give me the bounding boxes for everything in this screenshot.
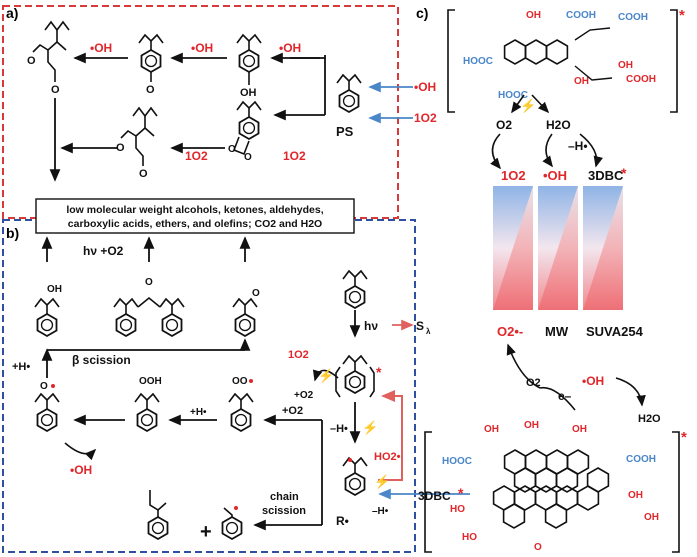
top-group-7: OH: [618, 60, 633, 71]
bottom-group-4: COOH: [626, 454, 656, 465]
svg-text:⚡: ⚡: [318, 368, 334, 384]
h2o-label-c1: H2O: [546, 118, 571, 132]
s-lambda-label: S: [416, 319, 424, 333]
oh-label-a3: •OH: [90, 41, 112, 55]
minus-h-c: –H•: [568, 139, 588, 153]
minus-h-b2: –H•: [372, 506, 389, 517]
bottom-group-2: OH: [572, 424, 587, 435]
scission-label: scission: [262, 505, 306, 517]
h2o-label-c2: H2O: [638, 413, 661, 425]
dbc-star-b: *: [458, 485, 464, 501]
svg-text:OH: OH: [47, 284, 62, 295]
plus-o2-b2: +O2: [294, 390, 314, 401]
top-group-3: HOOC: [463, 56, 493, 67]
panel-label-b: b): [6, 225, 19, 241]
svg-text:OOH: OOH: [139, 376, 162, 387]
top-group-5: COOH: [626, 74, 656, 85]
svg-text:OO: OO: [232, 376, 248, 387]
bottom-group-1: OH: [524, 420, 539, 431]
svg-text:⚡: ⚡: [362, 420, 378, 436]
svg-text:O: O: [51, 84, 60, 96]
bottom-group-3: HOOC: [442, 456, 472, 467]
dbc-label-b: 3DBC: [418, 489, 451, 503]
bottom-group-6: OH: [644, 512, 659, 523]
trend-bars: [493, 186, 623, 310]
dbc-top-molecule: * OH COOH COOH HOOC OH OH COOH HOOC: [447, 7, 685, 113]
s-lambda-sub: λ: [426, 327, 431, 336]
panel-label-c: c): [416, 5, 428, 21]
singlet-o-label-a2: 1O2: [185, 149, 208, 163]
bottom-label-suva: SUVA254: [586, 324, 644, 339]
bottom-label-mw: MW: [545, 324, 569, 339]
top-group-2: COOH: [618, 12, 648, 23]
bottom-label-superoxide: O2•-: [497, 324, 523, 339]
singlet-o-label-a1: 1O2: [283, 149, 306, 163]
svg-text:⚡: ⚡: [374, 474, 390, 490]
bottom-group-0: OH: [484, 424, 499, 435]
svg-text:OH: OH: [240, 87, 257, 99]
ho2-label: HO2•: [374, 451, 401, 463]
products-line-1: low molecular weight alcohols, ketones, …: [66, 204, 323, 216]
svg-text:O: O: [228, 144, 236, 155]
bar-label-singlet-o: 1O2: [501, 168, 526, 183]
panel-a-box: [2, 5, 399, 219]
svg-text:+H•: +H•: [190, 407, 207, 418]
e-minus-label: e–: [558, 389, 572, 403]
oh-label-a1: •OH: [279, 41, 301, 55]
ps-molecule: [337, 75, 361, 112]
svg-text:O: O: [116, 142, 125, 154]
ps-label: PS: [336, 124, 354, 139]
svg-text:O: O: [40, 381, 48, 392]
dbc-top-star: *: [679, 7, 685, 24]
singlet-o-label-b: 1O2: [288, 349, 309, 361]
oh-label-a2: •OH: [191, 41, 213, 55]
svg-text:O: O: [139, 168, 148, 180]
oh-label-b: •OH: [70, 463, 92, 477]
plus-o2-b1: +O2: [282, 405, 303, 417]
minus-h-b1: –H•: [330, 423, 348, 435]
r-dot-label: R•: [336, 514, 349, 528]
o2-label-c2: O2: [526, 377, 541, 389]
hv-label-b: hν: [364, 319, 378, 333]
bottom-group-5: OH: [628, 490, 643, 501]
top-group-0: OH: [526, 10, 541, 21]
bottom-group-9: O: [534, 542, 542, 553]
svg-text:⚡: ⚡: [520, 98, 536, 114]
svg-text:+H•: +H•: [12, 361, 30, 373]
hv-o2-label: hν +O2: [83, 244, 124, 258]
svg-text:O: O: [145, 277, 153, 288]
svg-text:O: O: [146, 84, 155, 96]
products-line-2: carboxylic acids, ethers, and olefins; C…: [68, 218, 322, 230]
panel-label-a: a): [6, 5, 18, 21]
chain-label: chain: [270, 491, 299, 503]
panel-b-box: [2, 219, 416, 553]
bottom-group-8: HO: [462, 532, 477, 543]
beta-scission-label: β scission: [72, 353, 131, 367]
svg-text:O: O: [252, 288, 260, 299]
bar-dbc-star: *: [621, 165, 627, 181]
top-group-6: HOOC: [498, 90, 528, 101]
oh-label-c: •OH: [582, 374, 604, 388]
svg-text:O: O: [244, 152, 252, 163]
excited-star-b: *: [376, 364, 382, 380]
bar-label-oh: •OH: [543, 168, 567, 183]
bottom-group-7: HO: [450, 504, 465, 515]
top-group-1: COOH: [566, 10, 596, 21]
oh-radical-label: •OH: [414, 80, 436, 94]
o2-label-c1: O2: [496, 118, 512, 132]
bar-label-dbc: 3DBC: [588, 168, 624, 183]
singlet-oxygen-label: 1O2: [414, 111, 437, 125]
products-box: [35, 198, 355, 234]
dbc-bottom-molecule: * OH OH OH HOOC COOH OH OH HO HO O: [424, 420, 687, 553]
top-group-4: OH: [574, 76, 589, 87]
svg-text:O: O: [27, 55, 36, 67]
plus-sign: +: [200, 521, 212, 543]
dbc-bottom-star: *: [681, 429, 687, 446]
